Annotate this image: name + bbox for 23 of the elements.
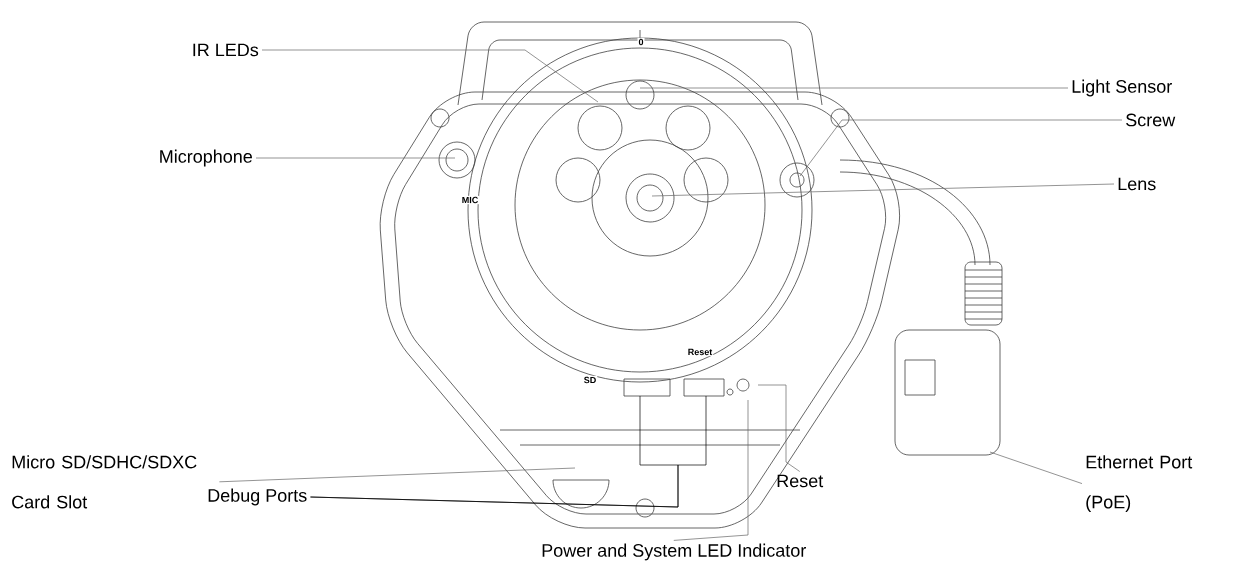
callout-label: Lens [1118,177,1156,191]
leader-line [651,183,1115,197]
leader-line [219,467,576,483]
callout-label: Debug Ports [208,488,307,506]
callout-label: Power and System LED Indicator [542,543,806,561]
engraved-label: 0 [637,37,645,47]
callout-label: Micro SD/SDHC/SDXC Card Slot [12,455,197,509]
engraved-label: SD [582,375,598,385]
leader-line [757,384,801,472]
callout-label: Ethernet Port (PoE) [1086,455,1193,512]
leader-line [799,119,1123,177]
leader-line [639,87,1069,89]
engraved-label: MIC [460,195,480,205]
leader-line [261,49,599,103]
leader-line [989,451,1083,484]
callout-label: Screw [1126,113,1176,127]
callout-label: Reset [777,474,824,488]
callout-label: Microphone [160,149,252,167]
engraved-label: Reset [686,347,714,357]
leader-line [673,399,749,541]
callout-label: IR LEDs [193,43,259,57]
leader-line [255,157,456,159]
callout-label: Light Sensor [1072,79,1172,97]
